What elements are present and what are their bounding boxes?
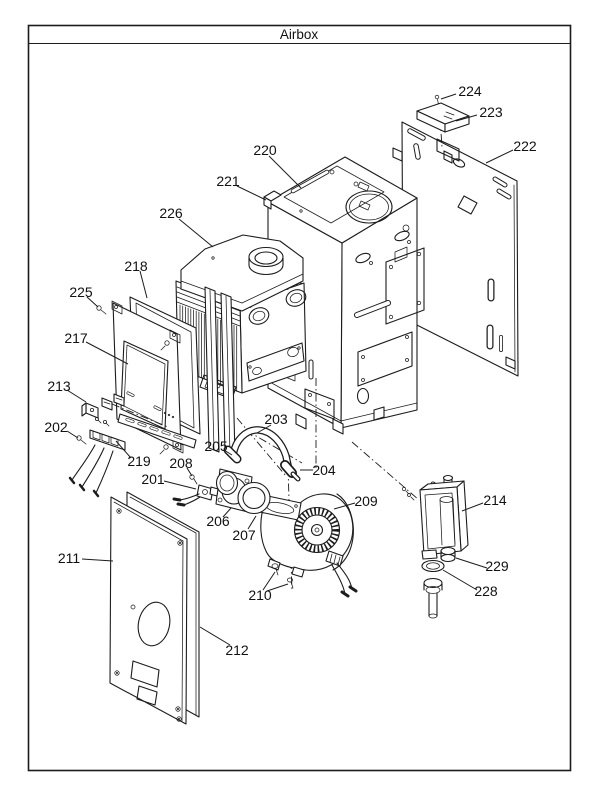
part-number-text: 219 xyxy=(127,453,151,469)
callout-223: 223 xyxy=(455,104,503,122)
callout-224: 224 xyxy=(440,83,482,100)
callout-228: 228 xyxy=(442,569,498,599)
callout-204: 204 xyxy=(300,462,336,478)
callout-218: 218 xyxy=(124,258,148,299)
part-number-text: 212 xyxy=(225,642,249,658)
callout-222: 222 xyxy=(485,138,537,164)
callout-206: 206 xyxy=(206,507,232,529)
part-number-text: 224 xyxy=(458,83,482,99)
callout-211: 211 xyxy=(58,550,114,566)
part-214-condensate-trap xyxy=(401,474,469,560)
door-screw-bottom xyxy=(159,444,169,455)
callout-205: 205 xyxy=(204,438,233,456)
part-209-blower xyxy=(259,493,358,598)
flue-collar xyxy=(248,246,284,276)
part-228-nut xyxy=(421,559,445,619)
callout-209: 209 xyxy=(333,493,378,510)
part-number-text: 226 xyxy=(159,205,183,221)
part-number-text: 218 xyxy=(124,258,148,274)
part-211-front-casing-panel xyxy=(109,496,188,725)
callout-220: 220 xyxy=(253,142,302,189)
page-frame: Airbox xyxy=(27,24,572,772)
part-number-text: 203 xyxy=(264,411,288,427)
part-203-hose xyxy=(223,426,301,482)
part-number-text: 228 xyxy=(474,583,498,599)
part-number-text: 204 xyxy=(312,462,336,478)
callout-217: 217 xyxy=(64,330,129,365)
part-number-text: 225 xyxy=(69,284,93,300)
part-204-fitting xyxy=(280,460,301,482)
part-number-text: 209 xyxy=(354,493,378,509)
callout-226: 226 xyxy=(159,205,214,248)
part-210-screws xyxy=(271,563,294,589)
callout-225: 225 xyxy=(69,284,99,308)
diagram-title: Airbox xyxy=(280,27,319,42)
callout-214: 214 xyxy=(461,492,507,512)
callout-221: 221 xyxy=(216,173,267,201)
callout-229: 229 xyxy=(455,557,509,574)
callout-219: 219 xyxy=(115,440,151,469)
callout-210: 210 xyxy=(248,571,289,603)
part-number-text: 208 xyxy=(169,455,193,471)
part-number-text: 205 xyxy=(204,438,228,454)
part-222-back-panel xyxy=(392,121,519,377)
part-number-text: 213 xyxy=(47,378,71,394)
part-number-text: 210 xyxy=(248,587,272,603)
part-number-text: 206 xyxy=(206,513,230,529)
part-number-text: 207 xyxy=(232,527,256,543)
part-225-screw xyxy=(96,305,107,315)
part-219-wiring-bracket xyxy=(68,429,126,498)
part-number-text: 222 xyxy=(513,138,537,154)
part-201-igniter xyxy=(172,484,219,507)
part-229-washer xyxy=(440,546,456,563)
side-rails xyxy=(204,286,236,457)
part-number-text: 202 xyxy=(44,419,68,435)
part-202-screw xyxy=(76,435,87,445)
callout-202: 202 xyxy=(44,419,79,439)
part-207-gasket xyxy=(237,481,271,515)
callout-212: 212 xyxy=(199,626,249,658)
part-205-hose-end xyxy=(223,445,242,464)
bottom-slotted-rail xyxy=(117,413,197,449)
part-208-screw xyxy=(189,474,198,485)
part-number-text: 217 xyxy=(64,330,88,346)
callout-labels: 201 202 203 204 205 206 207 208 xyxy=(44,83,537,658)
part-number-text: 229 xyxy=(485,558,509,574)
part-number-text: 223 xyxy=(479,104,503,120)
part-223-bracket xyxy=(416,102,470,133)
motor-fins xyxy=(294,507,340,553)
door-screw-top xyxy=(160,340,170,351)
callout-208: 208 xyxy=(169,455,193,477)
part-number-text: 221 xyxy=(216,173,240,189)
part-213-clips xyxy=(81,393,125,427)
part-number-text: 214 xyxy=(483,492,507,508)
part-number-text: 211 xyxy=(58,550,81,566)
part-number-text: 220 xyxy=(253,142,277,158)
callout-207: 207 xyxy=(232,515,257,543)
part-number-text: 201 xyxy=(141,471,165,487)
callout-213: 213 xyxy=(47,378,87,403)
callout-203: 203 xyxy=(256,411,288,434)
callout-201: 201 xyxy=(141,471,197,490)
